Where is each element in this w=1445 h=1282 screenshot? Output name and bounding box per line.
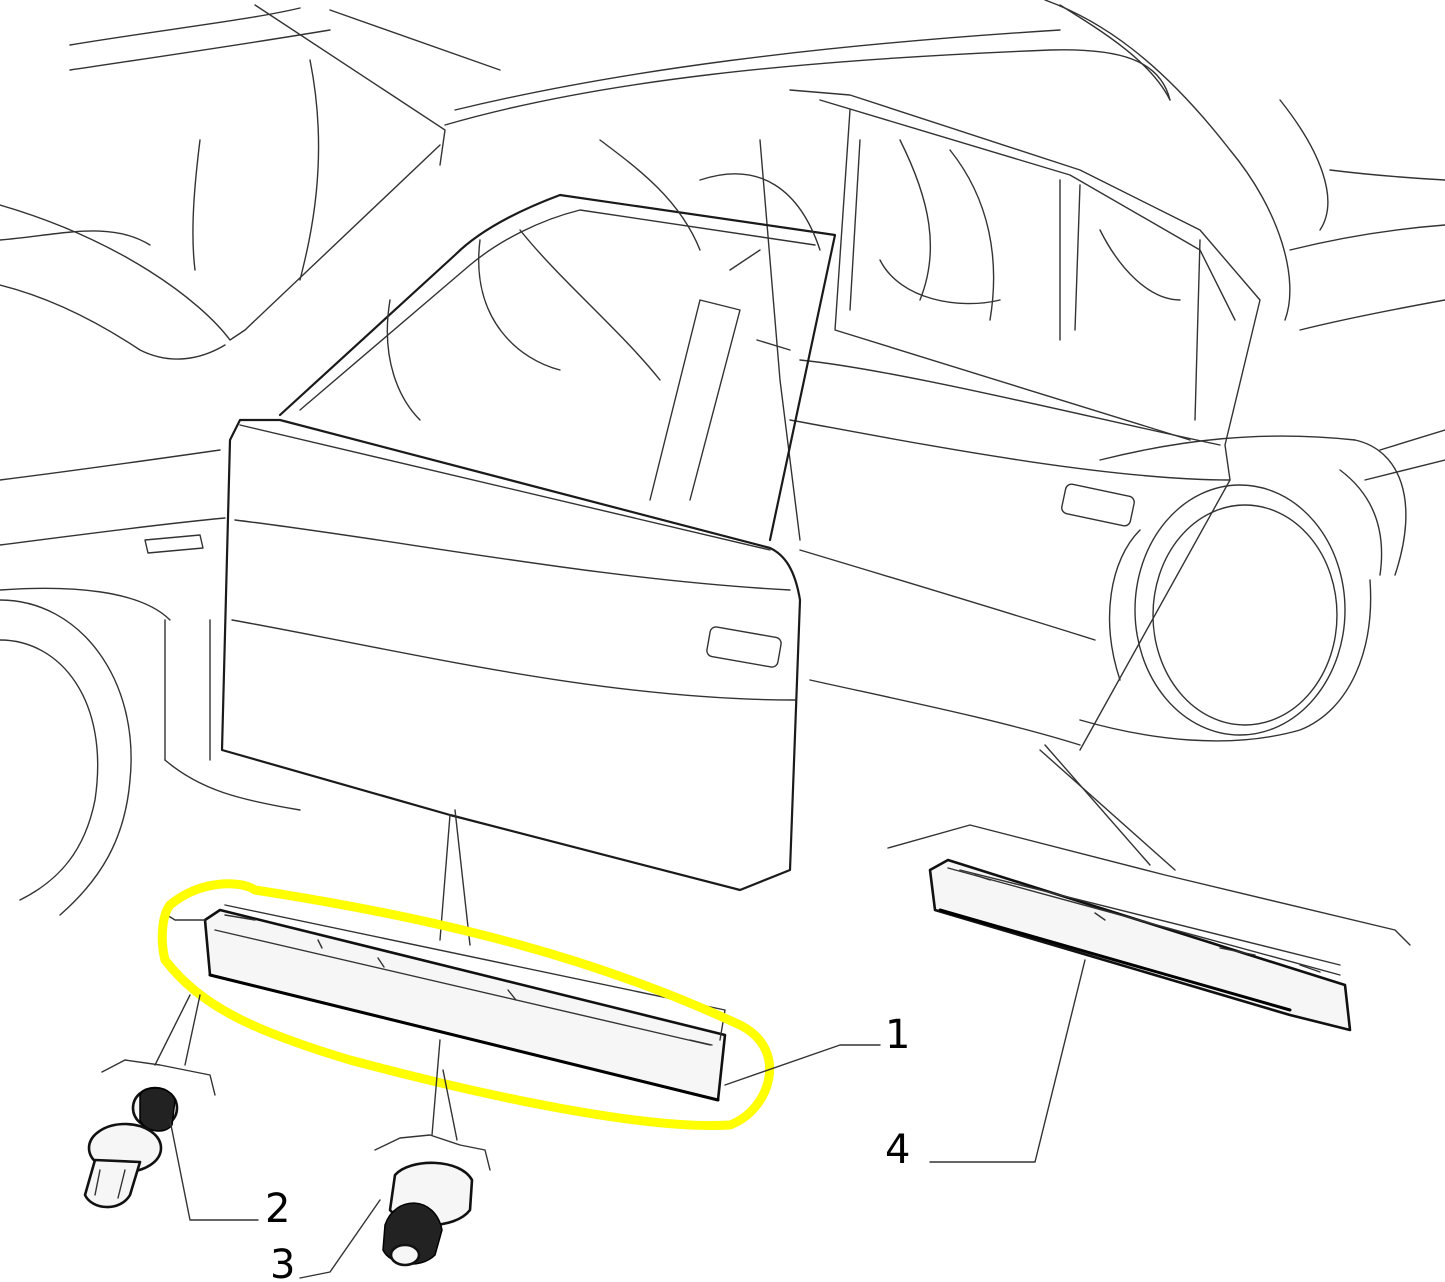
front-door-outline [220,139,1181,892]
leader-rear-door-2 [1039,749,1176,871]
leader-front-door [454,809,471,946]
rear-door-outline [759,89,1261,751]
push-clip-part[interactable] [83,994,216,1209]
callout-1: 1 [885,1012,910,1058]
callout-2: 2 [265,1186,290,1232]
leader-front-door-2 [439,814,451,941]
callout-4: 4 [885,1127,910,1173]
highlight-ring [157,879,774,1130]
nut-clip-part[interactable] [374,1039,491,1267]
callout-3: 3 [270,1242,295,1282]
car-body-outline [0,0,1445,916]
leader-rear-door [1044,744,1151,866]
front-door-moulding-part[interactable] [161,904,727,1102]
rear-door-moulding-part[interactable] [887,824,1411,1032]
callout-leaders [169,959,1086,1279]
